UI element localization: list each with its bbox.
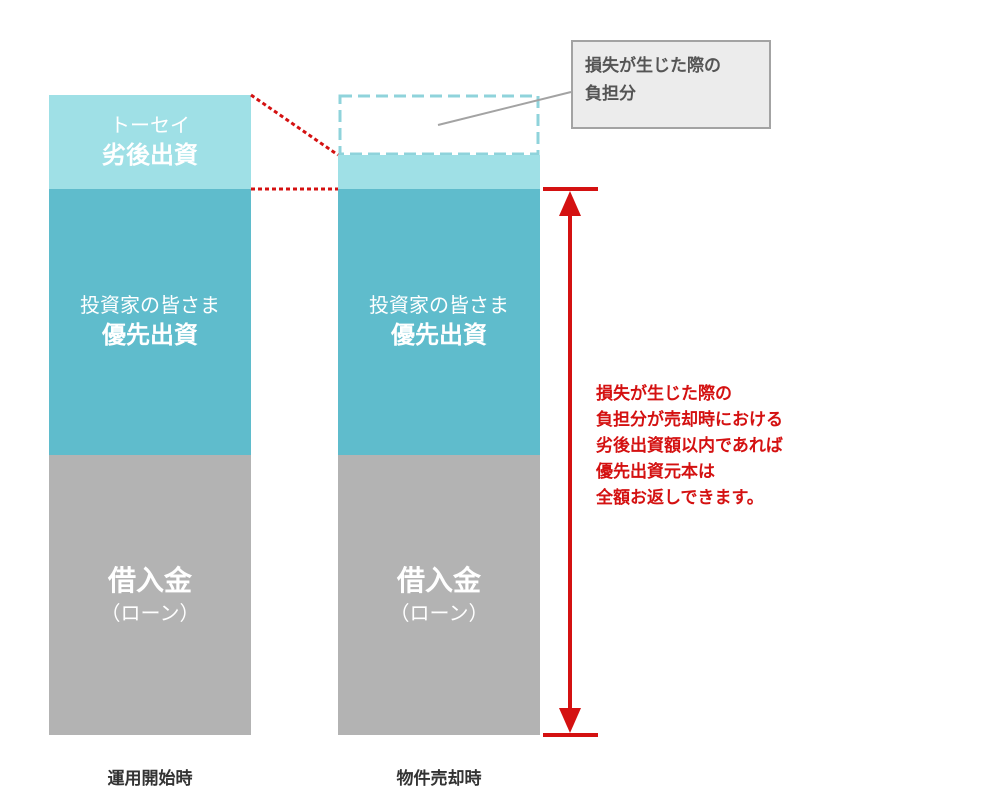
preferred-line-1: 投資家の皆さま xyxy=(80,293,220,317)
note-line-2: 負担分が売却時における xyxy=(596,410,783,430)
note-line-5: 全額お返しできます。 xyxy=(596,488,764,508)
bar-start-loan-segment xyxy=(49,455,251,735)
loan-line-2: （ローン） xyxy=(389,601,489,625)
callout-line-2: 負担分 xyxy=(585,84,636,104)
range-arrow-top-head xyxy=(559,191,581,216)
subordinated-line-2: 劣後出資 xyxy=(102,141,198,169)
loan-line-1: 借入金 xyxy=(396,564,481,597)
explanation-note: 損失が生じた際の 負担分が売却時における 劣後出資額以内であれば 優先出資元本は… xyxy=(596,381,876,511)
connector-top-dotted-line xyxy=(250,93,339,157)
bar-sale-loan-segment xyxy=(338,455,540,735)
bar-start-subordinated-segment xyxy=(49,95,251,189)
bar-start-loan-text: 借入金 （ローン） xyxy=(49,455,251,735)
note-line-1: 損失が生じた際の xyxy=(596,384,732,404)
bar-sale-loss-outline xyxy=(338,94,540,156)
bar-sale-label: 物件売却時 xyxy=(396,769,482,789)
loss-callout-box: 損失が生じた際の 負担分 xyxy=(571,40,771,129)
loan-line-2: （ローン） xyxy=(100,601,200,625)
note-line-3: 劣後出資額以内であれば xyxy=(596,436,783,456)
bar-start-subordinated-text: トーセイ 劣後出資 xyxy=(49,95,251,189)
note-line-4: 優先出資元本は xyxy=(596,462,715,482)
callout-pointer-line xyxy=(437,91,572,126)
bar-sale-subordinated-remaining-segment xyxy=(338,155,540,189)
bar-sale-preferred-segment xyxy=(338,189,540,455)
bar-sale-loan-text: 借入金 （ローン） xyxy=(338,455,540,735)
bar-sale-preferred-text: 投資家の皆さま 優先出資 xyxy=(338,189,540,455)
loan-line-1: 借入金 xyxy=(107,564,192,597)
preferred-line-2: 優先出資 xyxy=(391,321,487,349)
bar-start-preferred-text: 投資家の皆さま 優先出資 xyxy=(49,189,251,455)
subordinated-line-1: トーセイ xyxy=(110,113,190,137)
callout-line-1: 損失が生じた際の xyxy=(585,56,721,76)
bar-start-preferred-segment xyxy=(49,189,251,455)
bar-start-label: 運用開始時 xyxy=(107,769,193,789)
range-arrow-bottom-head xyxy=(559,708,581,733)
preferred-line-2: 優先出資 xyxy=(102,321,198,349)
preferred-line-1: 投資家の皆さま xyxy=(369,293,509,317)
